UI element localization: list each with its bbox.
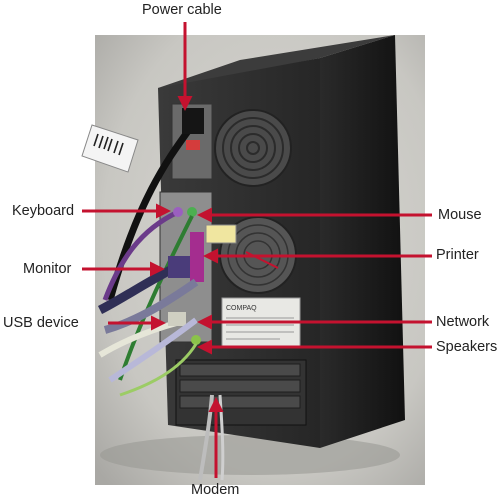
printer-label: Printer [436, 247, 479, 263]
usb-device-label: USB device [3, 315, 79, 331]
keyboard-label: Keyboard [12, 203, 75, 219]
power-plug [182, 108, 204, 134]
barcode-tag [81, 124, 139, 173]
speaker-port [191, 335, 201, 345]
mouse-label: Mouse [438, 207, 482, 223]
monitor-connector [168, 256, 190, 278]
network-cable [108, 317, 198, 383]
speakers-cable [119, 343, 198, 397]
usb-connector [168, 312, 186, 326]
printer-cable [103, 278, 199, 334]
power-switch [186, 140, 200, 150]
power-cable-label: Power cable [142, 2, 222, 18]
psu-fan [214, 109, 292, 187]
monitor-label: Monitor [23, 261, 72, 277]
network-label: Network [436, 314, 490, 330]
floor-shadow [100, 435, 400, 475]
mouse-cable [118, 215, 194, 381]
mouse-port [187, 207, 197, 217]
case-badge: COMPAQ [226, 305, 257, 312]
sticker-2 [205, 224, 237, 244]
keyboard-port [173, 207, 183, 217]
tower-top [158, 35, 395, 90]
speakers-label: Speakers [436, 339, 498, 355]
printer-connector [190, 232, 204, 282]
tower-side-panel [320, 35, 405, 448]
modem-label: Modem [191, 482, 240, 498]
